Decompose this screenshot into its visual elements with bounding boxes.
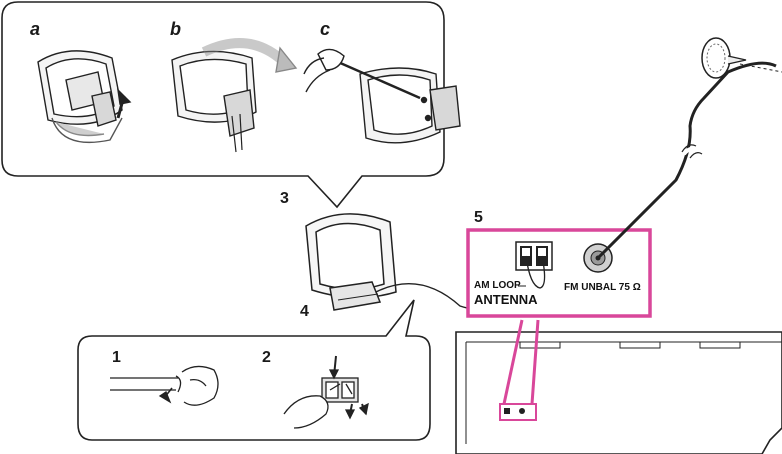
- step-2-label: 2: [262, 349, 271, 366]
- thumbtack-icon: [701, 37, 747, 79]
- bottom-callout: 1 2: [77, 299, 431, 441]
- step-1-label: 1: [112, 349, 121, 366]
- zoom-connector: [502, 319, 540, 405]
- step-c-label: c: [320, 19, 330, 39]
- twist-wire-illustration: [110, 365, 219, 406]
- bottom-callout-border: [77, 299, 431, 441]
- fm-unbal-label: FM UNBAL 75 Ω: [564, 282, 641, 293]
- loop-antenna-c-illustration: [303, 48, 461, 144]
- terminal-highlight-box: [466, 228, 652, 318]
- step-3-label: 3: [280, 190, 289, 207]
- antenna-label: ANTENNA: [474, 292, 538, 307]
- am-loop-antenna: [305, 213, 397, 311]
- step-5-label: 5: [474, 209, 483, 226]
- antenna-terminal-panel: AM LOOP ANTENNA FM UNBAL 75 Ω: [466, 228, 652, 318]
- step-b-label: b: [170, 19, 181, 39]
- am-loop-label: AM LOOP: [474, 280, 521, 291]
- step-a-label: a: [30, 19, 40, 39]
- step-4-label: 4: [300, 303, 309, 320]
- insert-wire-illustration: [283, 355, 369, 429]
- loop-antenna-a-illustration: [37, 50, 132, 144]
- receiver-rear-panel: [455, 331, 782, 454]
- fm-wire-antenna: [596, 61, 782, 260]
- loop-antenna-b-illustration: [171, 38, 298, 153]
- top-callout: a b c: [1, 1, 461, 209]
